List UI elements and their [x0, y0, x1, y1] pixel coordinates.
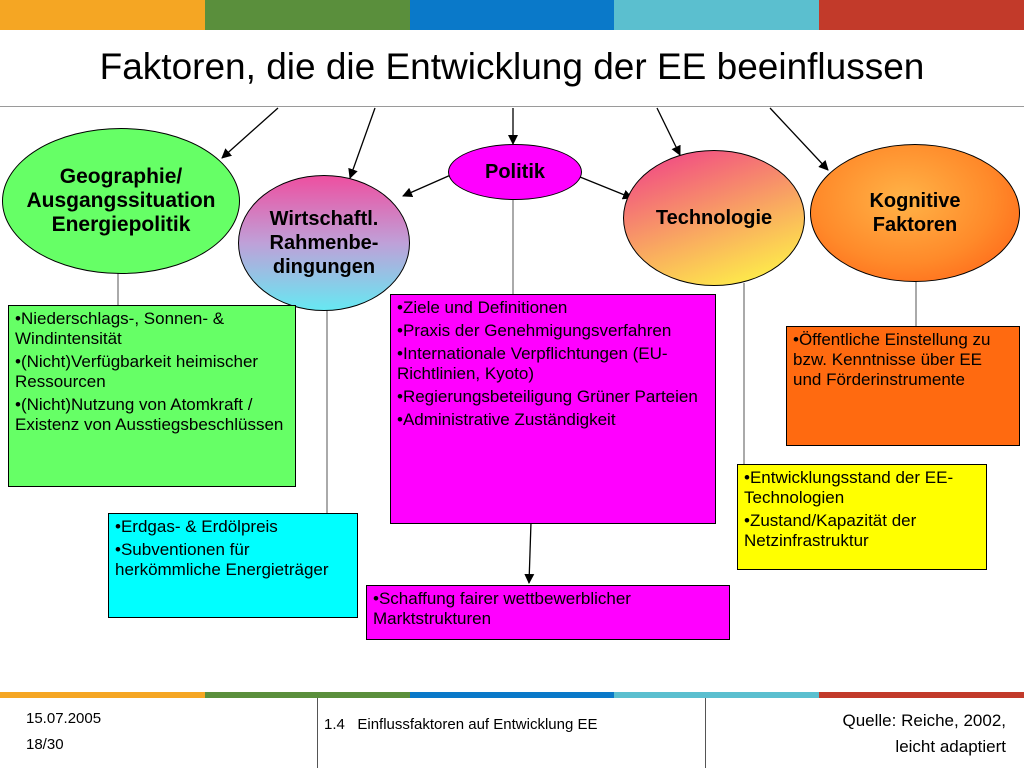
arrow-politik-box-to-markt — [524, 521, 535, 584]
bottom-bar-segment-blue — [409, 692, 615, 698]
box-markt: •Schaffung fairer wettbewerblicher Markt… — [366, 585, 730, 640]
top-bar-segment-cyan — [614, 0, 820, 30]
bottom-bar-segment-orange — [0, 692, 205, 698]
list-item: •Niederschlags-, Sonnen- & Windintensitä… — [15, 309, 225, 348]
ellipse-kognitive: Kognitive Faktoren — [810, 144, 1020, 282]
list-item: •Entwicklungsstand der EE-Technologien — [744, 468, 954, 507]
arrow-politik-to-wirtschaft — [402, 173, 454, 197]
ellipse-wirtschaft: Wirtschaftl. Rahmenbe-dingungen — [238, 175, 410, 311]
list-item: •Administrative Zuständigkeit — [397, 410, 616, 429]
footer-page-number: 18/30 — [26, 736, 64, 753]
list-item: •Zustand/Kapazität der Netzinfrastruktur — [744, 511, 917, 550]
box-wirtschaft: •Erdgas- & Erdölpreis •Subventionen für … — [108, 513, 358, 618]
bottom-bar-segment-red — [819, 692, 1024, 698]
ellipse-wirtschaft-label: Wirtschaftl. Rahmenbe-dingungen — [269, 208, 379, 278]
list-item: •Praxis der Genehmigungsverfahren — [397, 321, 672, 340]
arrow-title-to-technologie — [656, 107, 681, 156]
bottom-bar-segment-cyan — [614, 692, 820, 698]
top-color-bar — [0, 0, 1024, 30]
bottom-bar-segment-green — [204, 692, 410, 698]
footer-source-line1: Quelle: Reiche, 2002, — [842, 711, 1007, 730]
box-technologie: •Entwicklungsstand der EE-Technologien •… — [737, 464, 987, 570]
list-item: •(Nicht)Verfügbarkeit heimischer Ressour… — [15, 352, 259, 391]
ellipse-geographie-label: Geographie/ Ausgangssituation Energiepol… — [26, 165, 216, 236]
bottom-color-bar — [0, 692, 1024, 698]
top-bar-segment-red — [819, 0, 1024, 30]
slide-title: Faktoren, die die Entwicklung der EE bee… — [99, 46, 925, 87]
list-item: •Internationale Verpflichtungen (EU-Rich… — [397, 344, 668, 383]
top-bar-segment-orange — [0, 0, 205, 30]
footer-date: 15.07.2005 — [26, 710, 102, 727]
box-kognitive: •Öffentliche Einstellung zu bzw. Kenntni… — [786, 326, 1020, 446]
list-item: •Ziele und Definitionen — [397, 298, 568, 317]
ellipse-technologie-label: Technologie — [655, 207, 773, 229]
arrow-title-to-wirtschaft — [348, 107, 376, 179]
list-item: •Subventionen für herkömmliche Energietr… — [115, 540, 329, 579]
box-geographie: •Niederschlags-, Sonnen- & Windintensitä… — [8, 305, 296, 487]
arrow-title-to-geographie — [221, 107, 279, 159]
top-bar-segment-blue — [409, 0, 615, 30]
footer-divider-left — [317, 698, 318, 768]
arrow-title-to-kognitive — [769, 107, 829, 171]
footer-divider-right — [705, 698, 706, 768]
ellipse-kognitive-label: Kognitive Faktoren — [869, 190, 961, 236]
ellipse-politik-label: Politik — [484, 161, 545, 183]
list-item: •Schaffung fairer wettbewerblicher Markt… — [373, 589, 631, 628]
footer-section: 1.4 Einflussfaktoren auf Entwicklung EE — [324, 716, 598, 733]
ellipse-geographie: Geographie/ Ausgangssituation Energiepol… — [2, 128, 240, 274]
box-politik: •Ziele und Definitionen •Praxis der Gene… — [390, 294, 716, 524]
list-item: •Regierungsbeteiligung Grüner Parteien — [397, 387, 698, 406]
title-divider — [0, 106, 1024, 107]
ellipse-politik: Politik — [448, 144, 582, 200]
top-bar-segment-green — [204, 0, 410, 30]
arrow-politik-to-technologie — [579, 176, 633, 200]
list-item: •Öffentliche Einstellung zu bzw. Kenntni… — [793, 330, 991, 389]
ellipse-technologie: Technologie — [623, 150, 805, 286]
list-item: •Erdgas- & Erdölpreis — [115, 517, 278, 536]
list-item: •(Nicht)Nutzung von Atomkraft / Existenz… — [15, 395, 284, 434]
footer-source-line2: leicht adaptiert — [895, 737, 1006, 756]
